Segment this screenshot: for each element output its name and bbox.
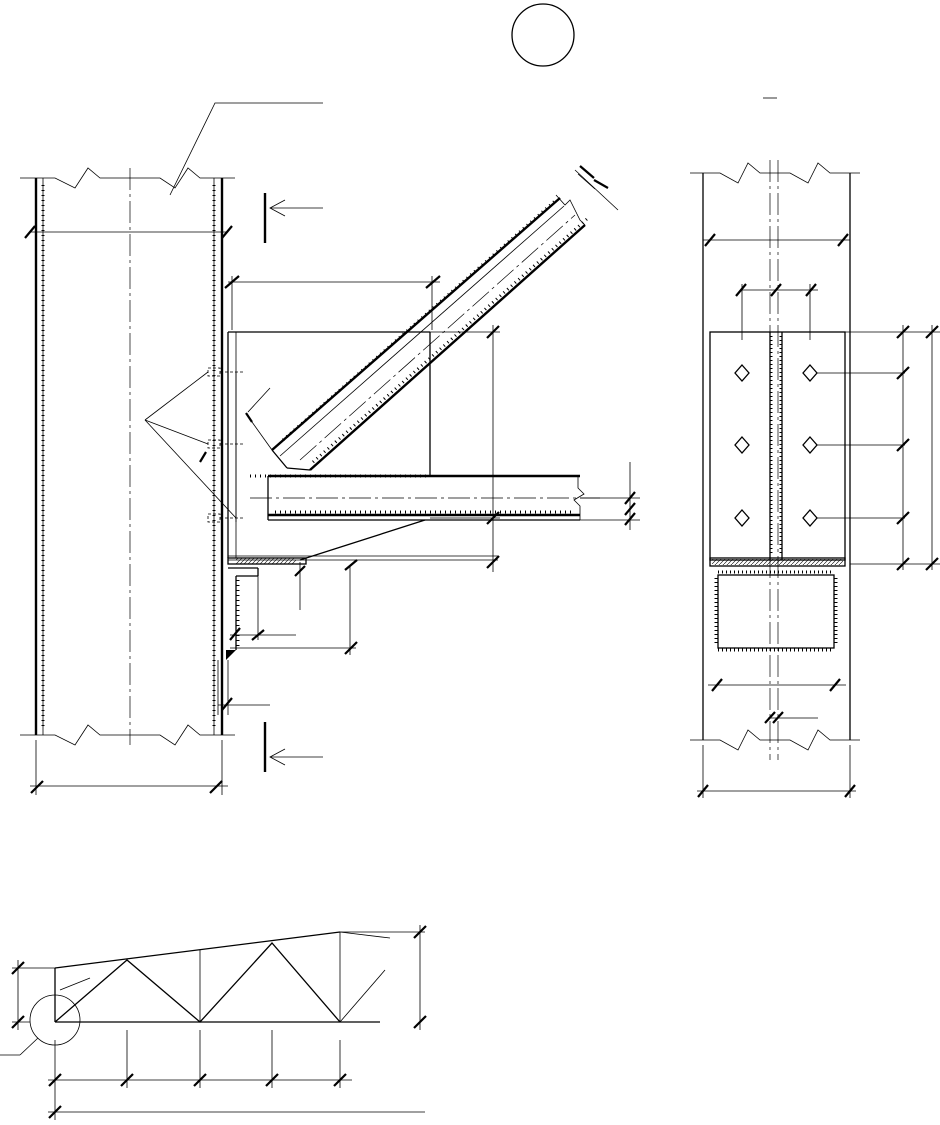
gusset-plate xyxy=(227,331,431,558)
column-leader xyxy=(169,102,323,196)
detail-marker xyxy=(511,3,575,67)
seat-bracket xyxy=(226,557,307,660)
haunch xyxy=(228,519,498,561)
section-cut-bottom xyxy=(263,722,323,772)
diagonal-brace xyxy=(245,165,619,471)
column xyxy=(20,167,235,746)
bolt-group xyxy=(144,367,244,523)
horizontal-chord xyxy=(250,462,640,530)
section-bolts xyxy=(734,331,940,565)
elevation-view xyxy=(20,102,640,795)
gusset-dimensions xyxy=(224,275,500,572)
bottom-dimensions xyxy=(217,559,358,715)
truss-key-plan xyxy=(0,925,427,1120)
column-width-dimension xyxy=(30,740,228,795)
section-view xyxy=(690,97,940,798)
section-cut-top xyxy=(263,193,323,243)
